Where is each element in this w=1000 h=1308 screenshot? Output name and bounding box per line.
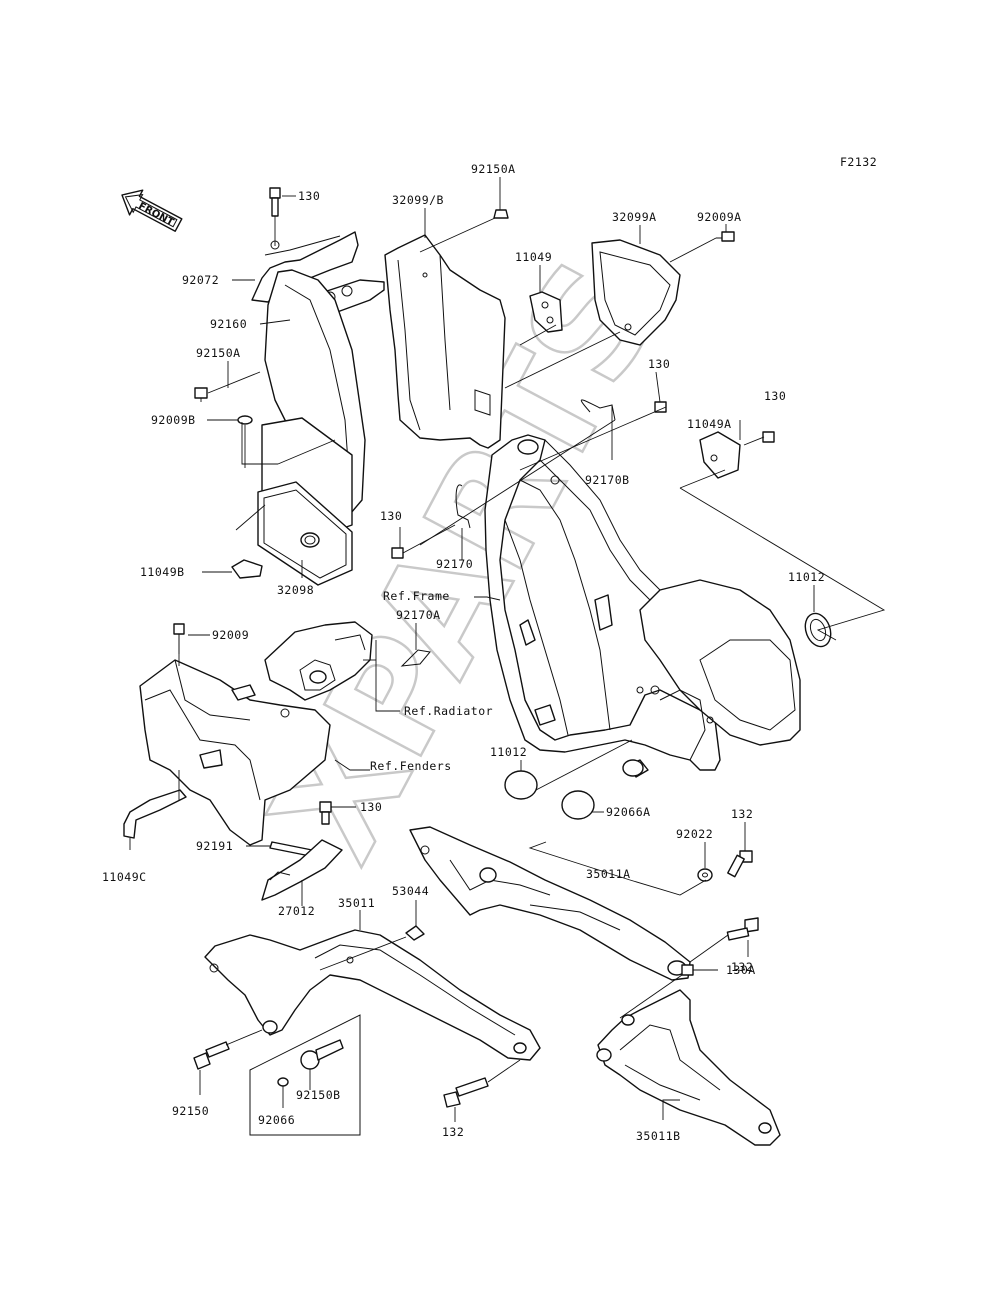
label-92009: 92009: [212, 628, 249, 642]
label-132-b: 132: [731, 960, 753, 974]
bracket-11049c: [123, 789, 187, 839]
label-92150a-left: 92150A: [196, 346, 241, 360]
washer-92022: [697, 868, 713, 882]
footrest-bracket-35011a: [409, 826, 691, 981]
bracket-11049a: [699, 431, 741, 479]
label-11049b: 11049B: [140, 565, 185, 579]
leader-lines: [129, 177, 886, 1122]
label-130-right: 130: [764, 389, 786, 403]
label-92150a: 92150A: [471, 162, 516, 176]
cover-32099b: [384, 234, 506, 449]
label-ref-fenders: Ref.Fenders: [370, 759, 452, 773]
footrest-bracket-35011: [204, 929, 541, 1061]
label-92009a: 92009A: [697, 210, 742, 224]
bolt-92009: [173, 623, 185, 654]
label-11049a: 11049A: [687, 417, 732, 431]
label-92170: 92170: [436, 557, 473, 571]
label-92150b: 92150B: [296, 1088, 341, 1102]
bolt-130-frame-top: [654, 401, 667, 413]
front-arrow-icon: FRONT: [121, 189, 183, 232]
label-ref-radiator: Ref.Radiator: [404, 704, 493, 718]
bolt-130a: [681, 964, 694, 976]
bolt-92150b: [300, 1039, 344, 1070]
label-130-frame: 130: [648, 357, 670, 371]
label-92170a: 92170A: [396, 608, 441, 622]
bolt-130-mid: [319, 801, 332, 825]
label-92191: 92191: [196, 839, 233, 853]
label-35011a: 35011A: [586, 867, 631, 881]
label-35011b: 35011B: [636, 1129, 681, 1143]
part-labels: 130 92150A 32099/B 11049 32099A 92009A 9…: [102, 162, 825, 1143]
bolt-92150: [193, 1041, 230, 1070]
clip-92170: [455, 484, 471, 529]
bolt-92150a-top: [493, 209, 509, 219]
frame-main: [484, 434, 801, 778]
label-130-left: 130: [380, 509, 402, 523]
label-92170b: 92170B: [585, 473, 630, 487]
label-11012-right: 11012: [788, 570, 825, 584]
label-92066: 92066: [258, 1113, 295, 1127]
screw-92009b: [237, 415, 253, 425]
label-132-a: 132: [731, 807, 753, 821]
bolt-92009a: [716, 231, 735, 242]
clip-53044: [405, 925, 425, 941]
bracket-radiator: [264, 621, 373, 701]
bracket-11049b: [231, 559, 263, 579]
grommet-92066a: [561, 790, 595, 820]
label-11049: 11049: [515, 250, 552, 264]
label-130a: 130A: [726, 963, 756, 977]
washer-92066: [277, 1077, 289, 1087]
bolt-92150a-left: [194, 387, 208, 399]
label-92160: 92160: [210, 317, 247, 331]
label-92022: 92022: [676, 827, 713, 841]
label-132-c: 132: [442, 1125, 464, 1139]
label-32098: 32098: [277, 583, 314, 597]
label-32099a: 32099A: [612, 210, 657, 224]
clip-92170a: [400, 649, 431, 667]
panel-32098: [257, 417, 353, 586]
battery-case: [139, 659, 331, 846]
clip-92170b: [580, 399, 616, 421]
bolt-132-a: [727, 850, 753, 878]
bracket-27012: [261, 839, 343, 901]
label-11012-bottom: 11012: [490, 745, 527, 759]
grommet-11012-bottom: [504, 770, 538, 800]
bolt-130-top: [269, 187, 281, 217]
label-ref-frame: Ref.Frame: [383, 589, 450, 603]
label-35011: 35011: [338, 896, 375, 910]
bolt-132-b: [726, 917, 759, 941]
cover-32099a: [591, 239, 681, 346]
bolt-132-c: [443, 1077, 489, 1108]
label-92150: 92150: [172, 1104, 209, 1118]
label-130-mid: 130: [360, 800, 382, 814]
label-92009b: 92009B: [151, 413, 196, 427]
label-92066a: 92066A: [606, 805, 651, 819]
frame-boss: [622, 759, 644, 777]
inset-box: [249, 1014, 361, 1136]
label-53044: 53044: [392, 884, 429, 898]
bolt-130-left: [391, 547, 404, 559]
label-32099b: 32099/B: [392, 193, 444, 207]
label-27012: 27012: [278, 904, 315, 918]
label-11049c: 11049C: [102, 870, 147, 884]
bracket-11049: [529, 291, 563, 333]
footrest-bracket-35011b: [596, 989, 781, 1146]
bolt-130-right: [762, 431, 775, 443]
label-130: 130: [298, 189, 320, 203]
figure-code: F2132: [840, 155, 877, 169]
label-92072: 92072: [182, 273, 219, 287]
